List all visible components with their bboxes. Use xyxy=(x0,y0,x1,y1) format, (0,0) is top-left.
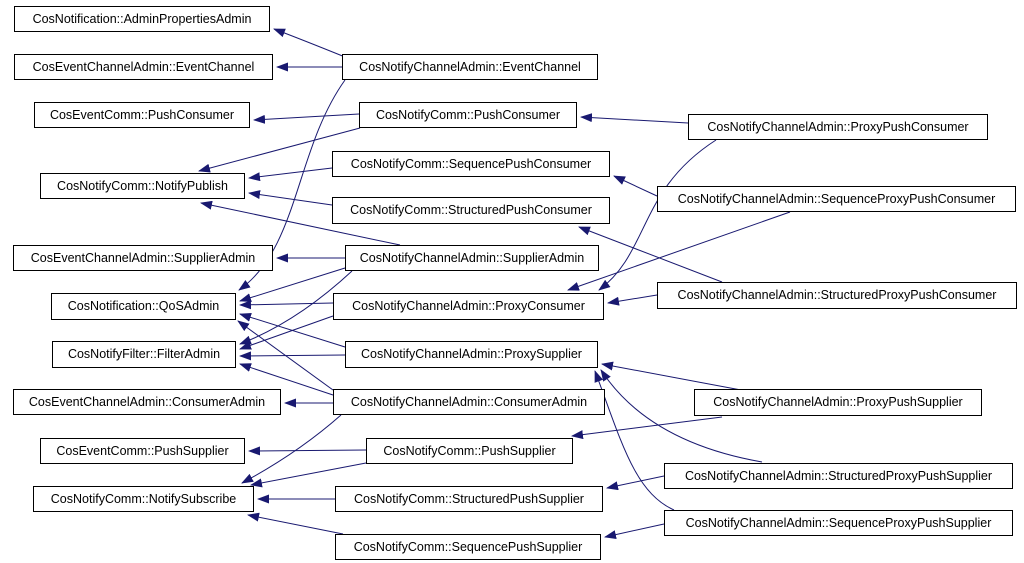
class-node-structured-proxy-push-supplier[interactable]: CosNotifyChannelAdmin::StructuredProxyPu… xyxy=(664,463,1013,489)
class-node-label: CosNotifyComm::PushConsumer xyxy=(375,107,561,122)
class-node-label: CosNotifyComm::NotifyPublish xyxy=(57,178,228,193)
class-node-admin-properties-admin[interactable]: CosNotification::AdminPropertiesAdmin xyxy=(14,6,270,32)
inheritance-edge-sequence-proxy-push-supplier--proxy-supplier xyxy=(594,370,675,511)
class-node-label: CosNotifyChannelAdmin::ProxyPushConsumer xyxy=(707,119,969,134)
inheritance-edge-notify-supplier-admin--notify-publish xyxy=(200,200,401,246)
class-node-label: CosEventComm::PushConsumer xyxy=(49,107,235,122)
class-node-label: CosNotifyChannelAdmin::ProxyConsumer xyxy=(352,299,585,314)
inheritance-edge-proxy-supplier--qos-admin xyxy=(239,313,346,348)
class-node-label: CosNotifyComm::PushSupplier xyxy=(383,443,556,458)
inheritance-edge-notify-event-channel--admin-properties-admin xyxy=(273,28,346,58)
inheritance-edge-notify-supplier-admin--filter-admin xyxy=(239,270,353,345)
inheritance-edge-proxy-consumer--filter-admin xyxy=(239,315,334,350)
inheritance-edge-structured-proxy-push-supplier--structured-push-supplier xyxy=(606,475,665,491)
class-node-label: CosNotifyChannelAdmin::SequenceProxyPush… xyxy=(685,515,992,530)
inheritance-edge-proxy-push-consumer--proxy-consumer xyxy=(598,139,717,291)
class-node-sequence-push-consumer[interactable]: CosNotifyComm::SequencePushConsumer xyxy=(332,151,610,177)
class-node-proxy-supplier[interactable]: CosNotifyChannelAdmin::ProxySupplier xyxy=(345,341,598,368)
inheritance-edge-notify-consumer-admin--filter-admin xyxy=(239,363,334,396)
inheritance-edge-notify-comm-push-supplier--notify-subscribe xyxy=(250,462,367,488)
class-node-label: CosNotifyChannelAdmin::ProxySupplier xyxy=(361,347,582,362)
class-node-sequence-proxy-push-supplier[interactable]: CosNotifyChannelAdmin::SequenceProxyPush… xyxy=(664,510,1013,536)
class-node-label: CosNotifyComm::StructuredPushConsumer xyxy=(350,203,592,218)
class-node-notify-event-channel[interactable]: CosNotifyChannelAdmin::EventChannel xyxy=(342,54,598,80)
inheritance-edge-proxy-supplier--filter-admin xyxy=(239,351,346,361)
inheritance-edge-structured-proxy-push-supplier--proxy-supplier xyxy=(600,369,763,463)
inheritance-edge-notify-consumer-admin--qos-admin xyxy=(237,320,334,391)
class-node-label: CosEventChannelAdmin::SupplierAdmin xyxy=(30,250,256,265)
class-node-label: CosNotification::AdminPropertiesAdmin xyxy=(32,11,252,26)
inheritance-edge-sequence-proxy-push-consumer--sequence-push-consumer xyxy=(613,175,658,197)
class-node-label: CosNotifyChannelAdmin::StructuredProxyPu… xyxy=(677,288,997,303)
class-node-label: CosNotifyChannelAdmin::SupplierAdmin xyxy=(359,250,585,265)
class-node-event-channel-admin-event-channel[interactable]: CosEventChannelAdmin::EventChannel xyxy=(14,54,273,80)
inheritance-edge-notify-comm-push-supplier--event-comm-push-supplier xyxy=(248,446,367,456)
class-node-proxy-consumer[interactable]: CosNotifyChannelAdmin::ProxyConsumer xyxy=(333,293,604,320)
class-node-notify-consumer-admin[interactable]: CosNotifyChannelAdmin::ConsumerAdmin xyxy=(333,389,605,415)
class-node-qos-admin[interactable]: CosNotification::QoSAdmin xyxy=(51,293,236,320)
class-node-label: CosNotifyChannelAdmin::EventChannel xyxy=(359,59,581,74)
class-node-sequence-push-supplier[interactable]: CosNotifyComm::SequencePushSupplier xyxy=(335,534,601,560)
inheritance-edge-proxy-push-consumer--notify-comm-push-consumer xyxy=(580,113,689,124)
inheritance-edge-notify-comm-push-consumer--notify-publish xyxy=(198,127,361,173)
class-node-event-comm-push-supplier[interactable]: CosEventComm::PushSupplier xyxy=(40,438,245,464)
class-node-proxy-push-supplier[interactable]: CosNotifyChannelAdmin::ProxyPushSupplier xyxy=(694,389,982,416)
class-node-label: CosNotifyFilter::FilterAdmin xyxy=(67,347,221,362)
inheritance-edge-notify-comm-push-consumer--event-comm-push-consumer xyxy=(253,113,360,124)
inheritance-edge-proxy-consumer--qos-admin xyxy=(239,300,334,310)
inheritance-edge-structured-proxy-push-consumer--proxy-consumer xyxy=(607,294,658,306)
inheritance-edge-sequence-push-supplier--notify-subscribe xyxy=(247,512,344,535)
inheritance-edge-sequence-push-consumer--notify-publish xyxy=(248,167,333,182)
inheritance-edge-structured-push-consumer--notify-publish xyxy=(248,190,333,206)
class-node-notify-comm-push-consumer[interactable]: CosNotifyComm::PushConsumer xyxy=(359,102,577,128)
class-node-label: CosNotifyChannelAdmin::SequenceProxyPush… xyxy=(677,191,996,206)
class-node-label: CosNotifyComm::SequencePushSupplier xyxy=(353,539,583,554)
class-node-notify-comm-push-supplier[interactable]: CosNotifyComm::PushSupplier xyxy=(366,438,573,464)
inheritance-edge-notify-supplier-admin--qos-admin xyxy=(239,267,346,302)
class-node-label: CosEventComm::PushSupplier xyxy=(56,443,229,458)
inheritance-edge-proxy-push-supplier--proxy-supplier xyxy=(601,361,742,391)
class-node-filter-admin[interactable]: CosNotifyFilter::FilterAdmin xyxy=(52,341,236,368)
class-node-notify-publish[interactable]: CosNotifyComm::NotifyPublish xyxy=(40,173,245,199)
class-node-sequence-proxy-push-consumer[interactable]: CosNotifyChannelAdmin::SequenceProxyPush… xyxy=(657,186,1016,212)
inheritance-edge-proxy-push-supplier--notify-comm-push-supplier xyxy=(571,416,723,440)
class-node-label: CosNotifyComm::NotifySubscribe xyxy=(50,491,237,506)
class-node-label: CosEventChannelAdmin::EventChannel xyxy=(32,59,255,74)
class-node-label: CosEventChannelAdmin::ConsumerAdmin xyxy=(28,394,266,409)
class-node-label: CosNotification::QoSAdmin xyxy=(67,299,220,314)
inheritance-edge-notify-consumer-admin--notify-subscribe xyxy=(241,414,342,484)
class-node-notify-subscribe[interactable]: CosNotifyComm::NotifySubscribe xyxy=(33,486,254,512)
inheritance-edge-sequence-proxy-push-supplier--sequence-push-supplier xyxy=(604,523,665,540)
class-node-event-comm-push-consumer[interactable]: CosEventComm::PushConsumer xyxy=(34,102,250,128)
class-node-structured-push-consumer[interactable]: CosNotifyComm::StructuredPushConsumer xyxy=(332,197,610,224)
class-node-label: CosNotifyChannelAdmin::ConsumerAdmin xyxy=(350,394,588,409)
inheritance-edge-sequence-proxy-push-consumer--proxy-consumer xyxy=(567,211,791,291)
class-node-label: CosNotifyChannelAdmin::ProxyPushSupplier xyxy=(713,395,963,410)
inheritance-edge-notify-event-channel--qos-admin xyxy=(238,79,346,291)
class-node-label: CosNotifyComm::StructuredPushSupplier xyxy=(354,491,584,506)
class-node-notify-supplier-admin[interactable]: CosNotifyChannelAdmin::SupplierAdmin xyxy=(345,245,599,271)
inheritance-edge-structured-proxy-push-consumer--structured-push-consumer xyxy=(578,226,723,283)
class-node-proxy-push-consumer[interactable]: CosNotifyChannelAdmin::ProxyPushConsumer xyxy=(688,114,988,140)
class-node-event-channel-admin-consumer-admin[interactable]: CosEventChannelAdmin::ConsumerAdmin xyxy=(13,389,281,415)
class-node-structured-push-supplier[interactable]: CosNotifyComm::StructuredPushSupplier xyxy=(335,486,603,512)
class-node-label: CosNotifyChannelAdmin::StructuredProxyPu… xyxy=(684,468,993,483)
class-node-structured-proxy-push-consumer[interactable]: CosNotifyChannelAdmin::StructuredProxyPu… xyxy=(657,282,1017,309)
class-node-label: CosNotifyComm::SequencePushConsumer xyxy=(350,156,592,171)
class-node-event-channel-admin-supplier-admin[interactable]: CosEventChannelAdmin::SupplierAdmin xyxy=(13,245,273,271)
